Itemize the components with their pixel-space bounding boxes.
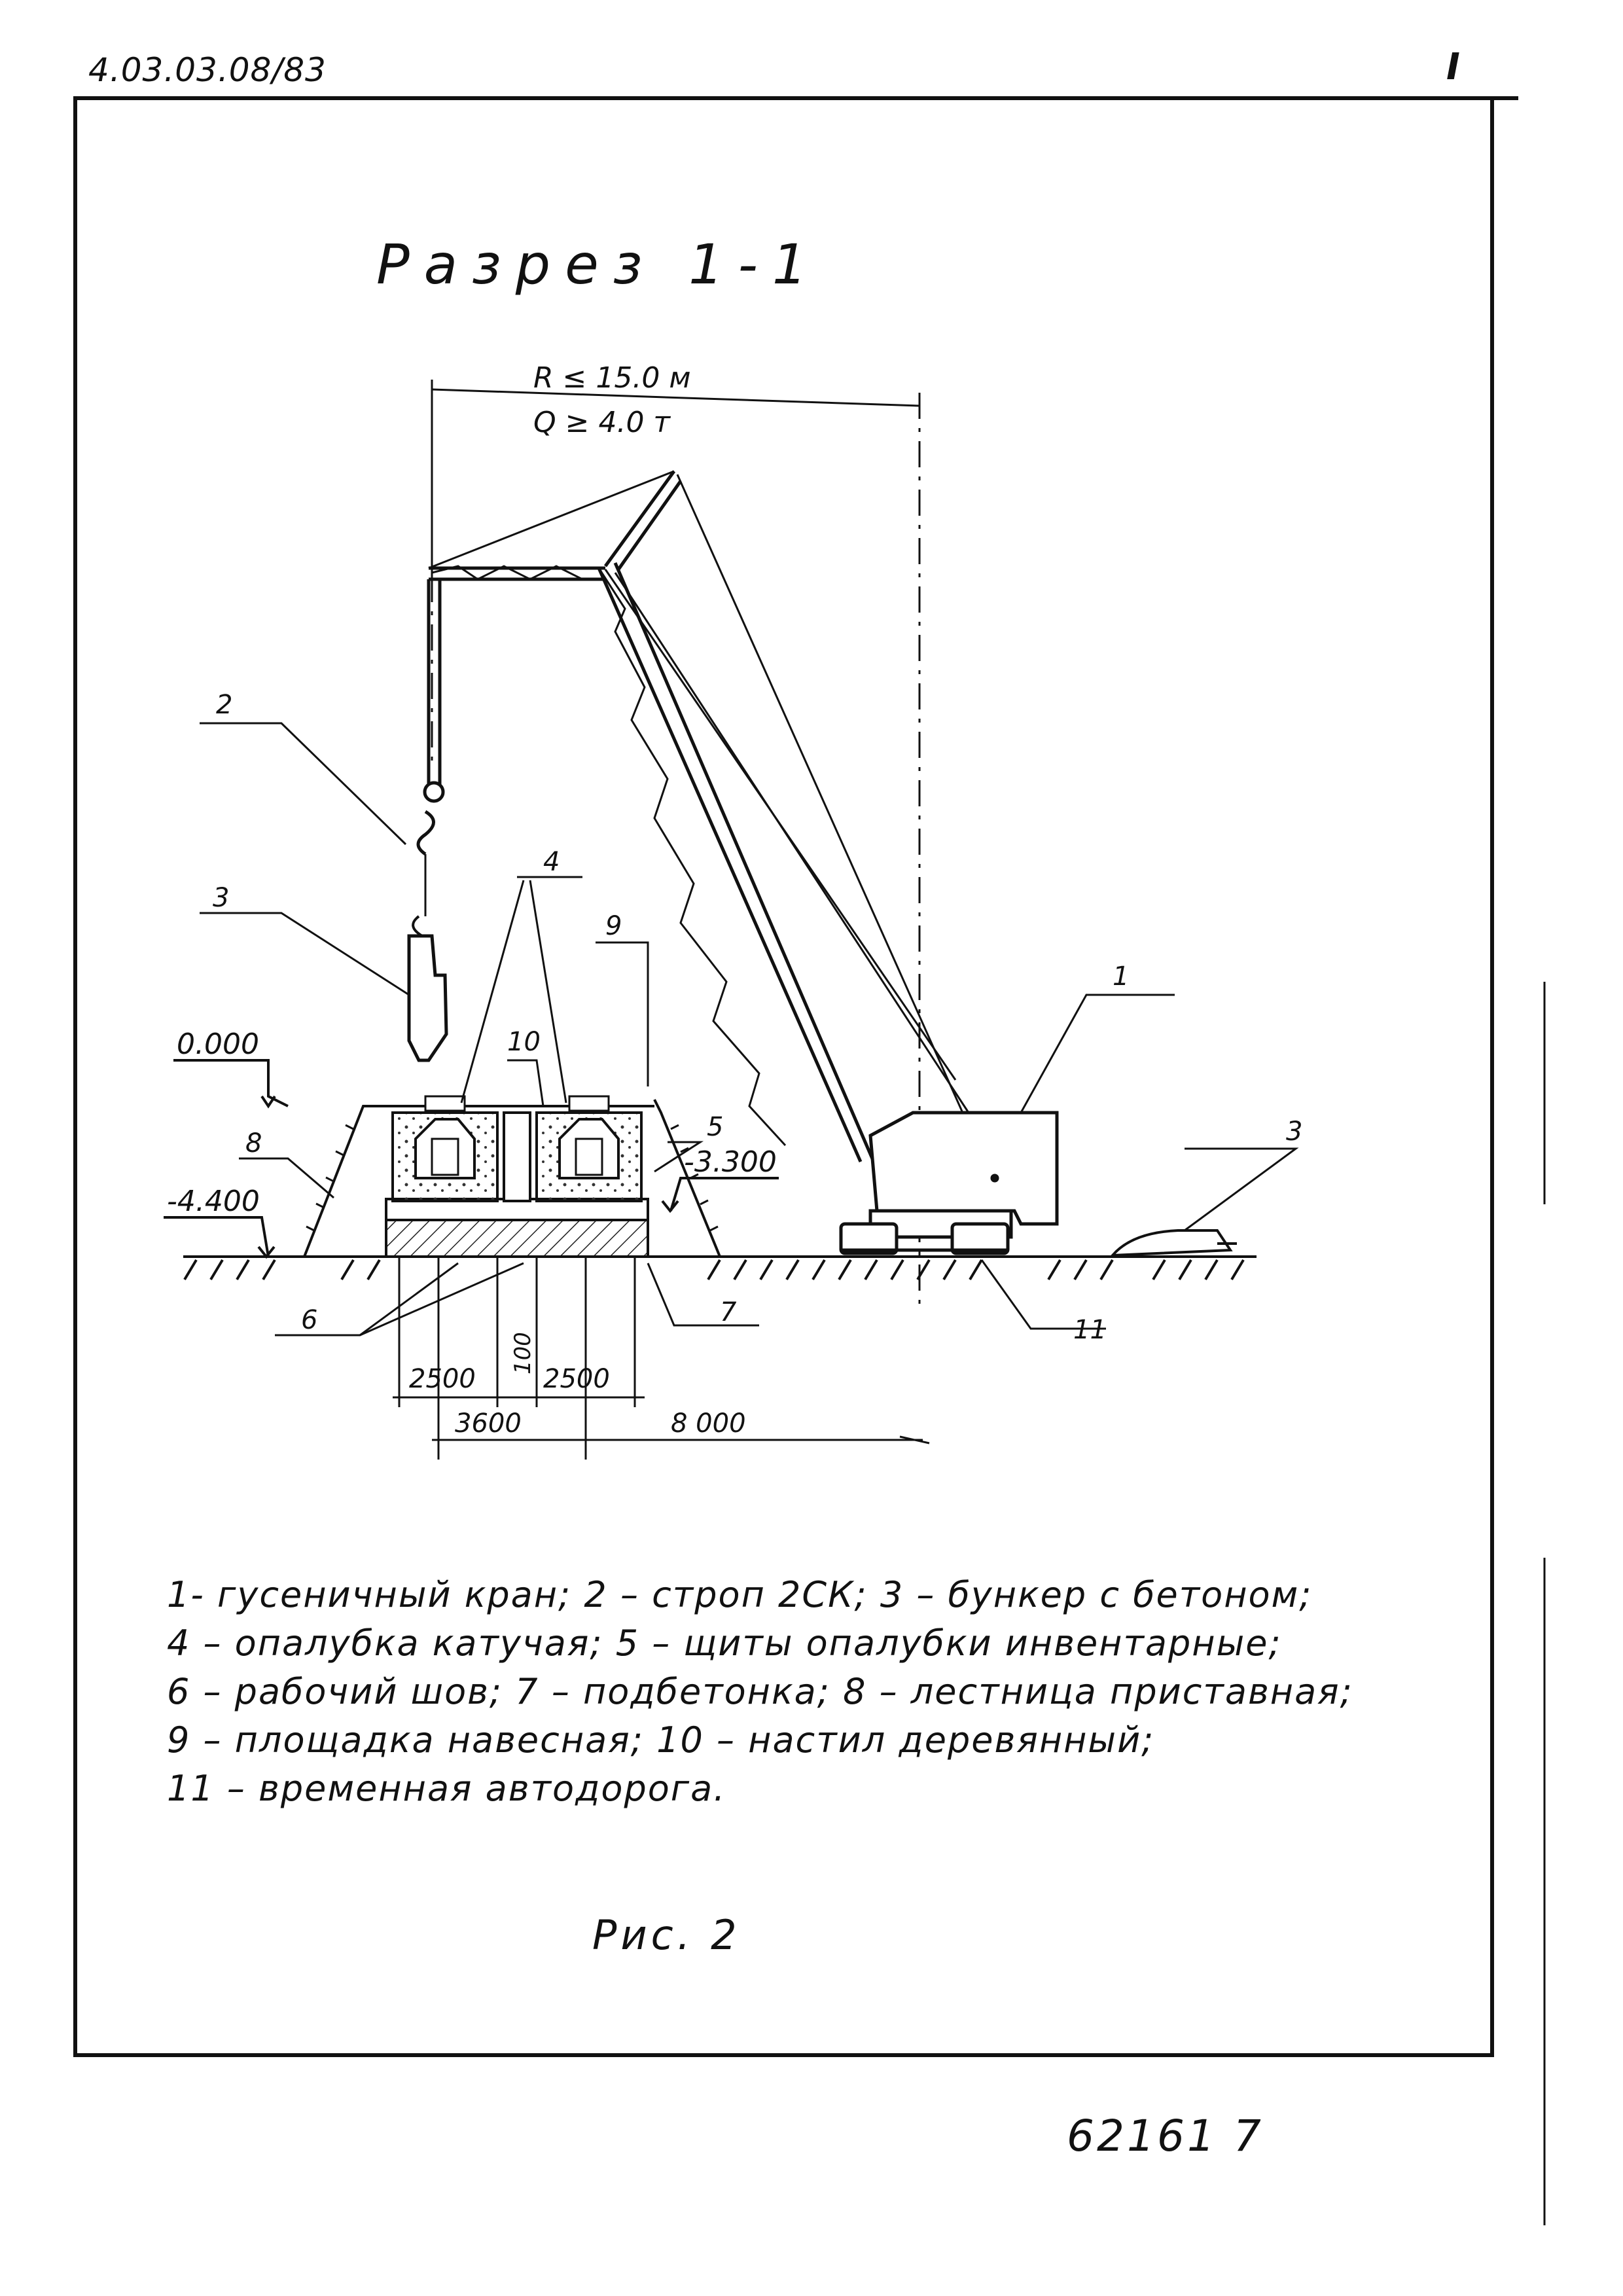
dim-right-2500: 2500: [543, 1364, 610, 1394]
dim-crane-8000: 8 000: [671, 1408, 746, 1439]
radius-label: R ≤ 15.0 м: [533, 361, 691, 395]
callout-9: 9: [605, 911, 622, 941]
elevation-bottom: -4.400: [167, 1185, 260, 1218]
dim-axis-3600: 3600: [455, 1408, 522, 1439]
crawler-crane: [407, 470, 1059, 1255]
callout-8: 8: [245, 1128, 262, 1158]
elevation-top: 0.000: [177, 1028, 259, 1061]
legend-item-10: 10 – настил деревянный;: [656, 1719, 1155, 1761]
callout-7: 7: [720, 1297, 737, 1327]
dim-left-2500: 2500: [409, 1364, 476, 1394]
elevation-markers: [164, 1059, 779, 1259]
legend-item-2: 2 – строп 2СК;: [584, 1574, 868, 1615]
dim-gap-100: 100: [510, 1332, 536, 1374]
legend-item-9: 9 – площадка навесная;: [167, 1719, 644, 1761]
callout-1: 1: [1113, 961, 1129, 992]
load-label: Q ≥ 4.0 т: [533, 406, 671, 439]
ground-line: [183, 1255, 1257, 1281]
figure-caption: Рис. 2: [592, 1911, 741, 1959]
callout-4: 4: [543, 847, 560, 877]
legend-item-1: 1- гусеничный кран;: [167, 1574, 572, 1615]
legend-item-5: 5 – щиты опалубки инвентарные;: [615, 1623, 1282, 1664]
legend-item-4: 4 – опалубка катучая;: [167, 1623, 603, 1664]
callout-10: 10: [507, 1027, 541, 1057]
sheet-mark: I: [1446, 46, 1460, 88]
bunker-on-ground: [1109, 1229, 1237, 1257]
legend-item-8: 8 – лестница приставная;: [843, 1671, 1353, 1712]
callout-11: 11: [1073, 1315, 1107, 1345]
page-number: 62161 7: [1067, 2111, 1264, 2161]
legend-item-3: 3 – бункер с бетоном;: [880, 1574, 1313, 1615]
legend-item-11: 11 – временная автодорога.: [167, 1768, 726, 1809]
callout-3: 3: [213, 883, 229, 913]
callout-2: 2: [216, 690, 232, 720]
callout-6: 6: [301, 1305, 317, 1335]
legend: 1- гусеничный кран; 2 – строп 2СК; 3 – б…: [167, 1571, 1430, 1813]
callout-5: 5: [707, 1112, 723, 1142]
document-code: 4.03.03.08/83: [88, 51, 327, 89]
legend-item-7: 7 – подбетонка;: [515, 1671, 830, 1712]
callout-3-ground: 3: [1286, 1117, 1302, 1147]
section-title: Разрез 1-1: [376, 232, 822, 296]
concrete-base: [385, 1217, 649, 1258]
page-frame: [73, 96, 1546, 2225]
elevation-middle: -3.300: [684, 1145, 777, 1179]
bottom-dimensions: [393, 1257, 930, 1460]
callout-leaders: [200, 722, 1299, 1336]
formwork-walls: [366, 1095, 654, 1202]
legend-item-6: 6 – рабочий шов;: [167, 1671, 503, 1712]
